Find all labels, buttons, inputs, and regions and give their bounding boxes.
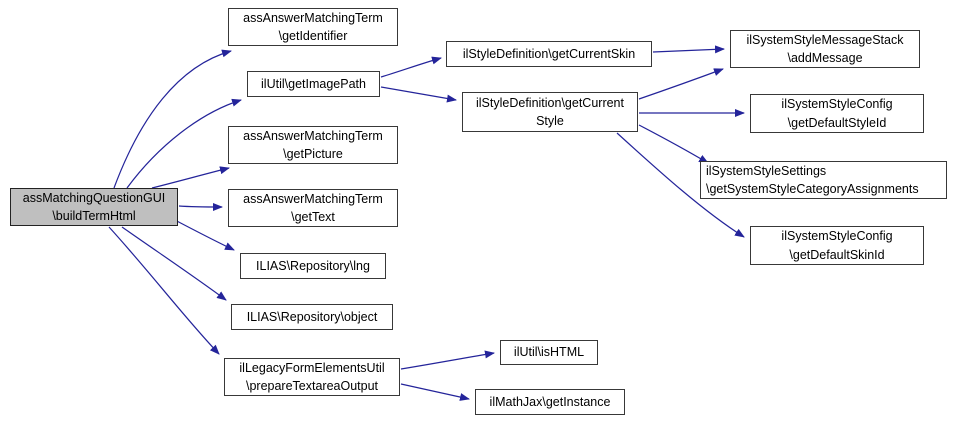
node-label: ilLegacyFormElementsUtil	[239, 360, 385, 375]
edge-buildTermHtml-getImagePath	[126, 98, 242, 189]
edge-getCurrentStyle-getSystemStyleCategoryAssignments	[638, 124, 709, 164]
node-label: assAnswerMatchingTerm	[243, 128, 383, 143]
node-label: \buildTermHtml	[52, 209, 136, 223]
node-get-instance[interactable]: ilMathJax\getInstance	[475, 389, 625, 415]
node-label: assMatchingQuestionGUI	[22, 190, 166, 205]
node-get-picture[interactable]: assAnswerMatchingTerm \getPicture	[228, 126, 398, 164]
edge-buildTermHtml-getIdentifier	[113, 49, 232, 189]
node-get-identifier[interactable]: assAnswerMatchingTerm \getIdentifier	[228, 8, 398, 46]
edge-prepareTextareaOutput-getInstance	[400, 383, 470, 401]
edge-getCurrentStyle-getDefaultSkinId	[616, 132, 745, 238]
edge-buildTermHtml-getText	[178, 202, 223, 211]
node-get-current-skin[interactable]: ilStyleDefinition\getCurrentSkin	[446, 41, 652, 67]
edge-buildTermHtml-prepareTextareaOutput	[108, 226, 220, 355]
node-label: ilStyleDefinition\getCurrentSkin	[462, 46, 636, 61]
node-object[interactable]: ILIAS\Repository\object	[231, 304, 393, 330]
node-prepare-textarea-output[interactable]: ilLegacyFormElementsUtil \prepareTextare…	[224, 358, 400, 396]
node-get-current-style[interactable]: ilStyleDefinition\getCurrent Style	[462, 92, 638, 132]
edge-getImagePath-getCurrentSkin	[380, 56, 442, 78]
node-get-text[interactable]: assAnswerMatchingTerm \getText	[228, 189, 398, 227]
node-label: \getDefaultSkinId	[789, 247, 885, 262]
node-label: assAnswerMatchingTerm	[243, 10, 383, 25]
node-label: \getPicture	[283, 147, 343, 161]
node-build-term-html[interactable]: assMatchingQuestionGUI \buildTermHtml	[10, 188, 178, 226]
node-label: ilSystemStyleSettings	[706, 163, 827, 178]
node-label: \getDefaultStyleId	[787, 115, 887, 130]
node-get-default-style-id[interactable]: ilSystemStyleConfig \getDefaultStyleId	[750, 94, 924, 133]
node-label: \getIdentifier	[278, 29, 348, 43]
node-label: ilUtil\getImagePath	[261, 76, 366, 91]
edge-buildTermHtml-object	[121, 226, 227, 301]
node-label: ilMathJax\getInstance	[489, 394, 611, 409]
node-label: ILIAS\Repository\lng	[256, 258, 370, 273]
node-label: \prepareTextareaOutput	[245, 379, 379, 393]
node-label: Style	[536, 114, 564, 128]
edge-getCurrentStyle-addMessage	[638, 68, 724, 100]
node-get-default-skin-id[interactable]: ilSystemStyleConfig \getDefaultSkinId	[750, 226, 924, 265]
node-label: ilUtil\isHTML	[513, 345, 585, 360]
node-get-system-style-category-assignments[interactable]: ilSystemStyleSettings \getSystemStyleCat…	[700, 161, 947, 199]
node-label: ilSystemStyleConfig	[781, 229, 893, 244]
node-label: assAnswerMatchingTerm	[243, 191, 383, 206]
node-add-message[interactable]: ilSystemStyleMessageStack \addMessage	[730, 30, 920, 68]
node-label: ILIAS\Repository\object	[246, 309, 378, 324]
edge-buildTermHtml-lng	[172, 218, 235, 251]
node-label: \getSystemStyleCategoryAssignments	[706, 182, 919, 196]
edge-getImagePath-getCurrentStyle	[380, 86, 457, 103]
node-label: ilSystemStyleConfig	[781, 97, 893, 112]
edge-getCurrentSkin-addMessage	[652, 45, 725, 54]
node-label: \getText	[291, 210, 335, 224]
edge-buildTermHtml-getPicture	[151, 166, 230, 189]
node-label: ilSystemStyleMessageStack	[746, 32, 904, 47]
node-get-image-path[interactable]: ilUtil\getImagePath	[247, 71, 380, 97]
node-is-html[interactable]: ilUtil\isHTML	[500, 340, 598, 365]
edge-prepareTextareaOutput-isHTML	[400, 350, 495, 370]
node-lng[interactable]: ILIAS\Repository\lng	[240, 253, 386, 279]
node-label: ilStyleDefinition\getCurrent	[476, 95, 624, 110]
node-label: \addMessage	[787, 51, 863, 65]
